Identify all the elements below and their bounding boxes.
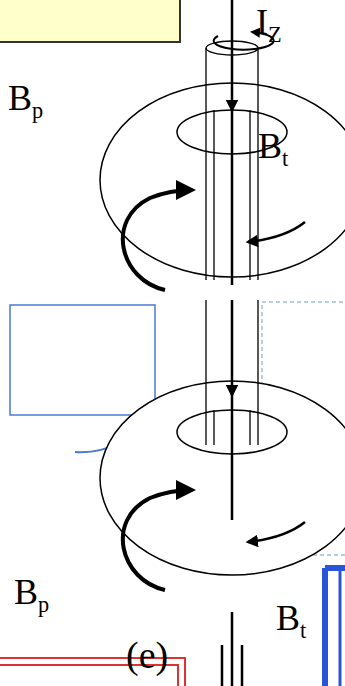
- cylinder: [206, 48, 258, 445]
- current-arrow: [231, 105, 234, 395]
- blue-frame-edge: [339, 570, 342, 686]
- lower-torus: [100, 381, 345, 575]
- current-label: IZ: [256, 4, 282, 46]
- field-label: Bp: [14, 574, 49, 616]
- field-label: Bt: [276, 600, 306, 642]
- poloidal-arrow: [123, 490, 192, 590]
- panel-label: (e): [126, 636, 168, 674]
- field-label: Bp: [8, 80, 43, 122]
- blue-frame-edge: [325, 568, 345, 686]
- poloidal-arrow: [123, 190, 192, 290]
- field-label: Bt: [258, 128, 288, 170]
- toroidal-arrow: [248, 522, 305, 542]
- current-line: [222, 612, 242, 686]
- current-arrow: [231, 0, 234, 110]
- upper-torus: [100, 83, 345, 277]
- toroidal-arrow: [248, 222, 305, 242]
- blue-frame: [10, 305, 155, 415]
- note-box: [0, 0, 180, 42]
- current-line: [231, 390, 234, 520]
